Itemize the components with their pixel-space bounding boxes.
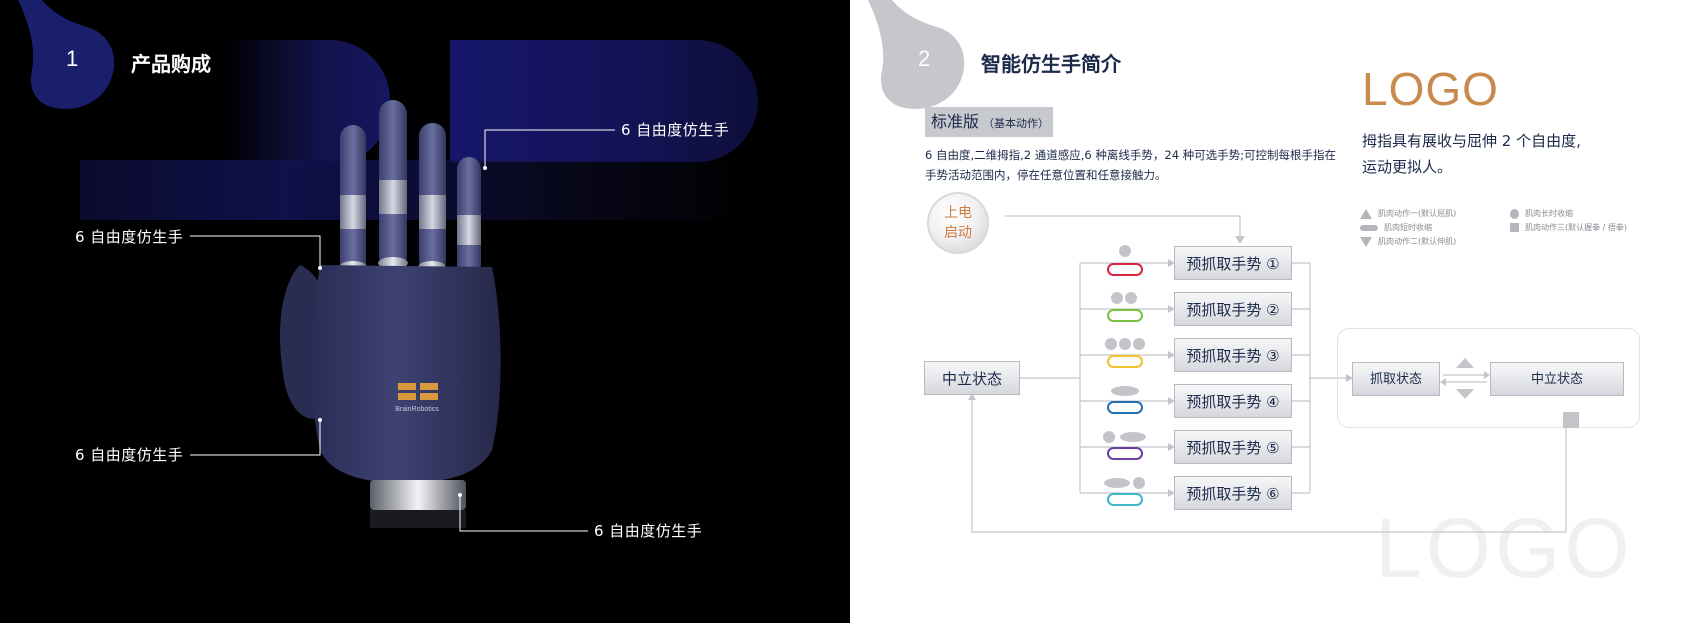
legend-item: 肌肉短时收缩: [1360, 222, 1432, 233]
callout-label: 6 自由度仿生手: [594, 522, 703, 540]
right-panel: 2 智能仿生手简介 标准版（基本动作） 6 自由度,二维拇指,2 通道感应,6 …: [850, 0, 1700, 623]
grip-gesture-box[interactable]: 预抓取手势 ②: [1174, 292, 1292, 326]
section-title: 产品购成: [131, 52, 211, 76]
neutral-state-box-right[interactable]: 中立状态: [1490, 362, 1624, 396]
left-panel: 1 产品购成: [0, 0, 850, 623]
legend-item: 肌肉动作二(默认伸肌): [1360, 236, 1456, 247]
legend-item: 肌肉动作三(默认握拳 / 捂拳): [1510, 222, 1627, 233]
square-icon: [1563, 412, 1579, 428]
callout-label: 6 自由度仿生手: [621, 121, 730, 139]
version-tag-sub: （基本动作）: [983, 117, 1050, 130]
power-on-button[interactable]: 上电 启动: [927, 192, 989, 254]
gesture-icons: [1103, 245, 1146, 506]
grip-gesture-box[interactable]: 预抓取手势 ④: [1174, 384, 1292, 418]
legend-item: 肌肉动作一(默认屈肌): [1360, 208, 1456, 219]
state-panel: [1337, 328, 1640, 428]
section-title: 智能仿生手简介: [981, 52, 1121, 76]
logo-description: 拇指具有展收与屈伸 2 个自由度,运动更拟人。: [1362, 132, 1581, 176]
section-blob-icon: [868, 0, 965, 109]
section-number: 2: [918, 46, 931, 71]
grab-state-box[interactable]: 抓取状态: [1352, 362, 1440, 396]
square-icon: [1510, 223, 1519, 232]
hand-brand-text: BrainRobotics: [395, 406, 439, 413]
robotic-hand-image: BrainRobotics: [280, 100, 501, 528]
power-line-2: 启动: [944, 225, 972, 241]
legend-item: 肌肉长时收缩: [1510, 208, 1573, 219]
grip-gesture-box[interactable]: 预抓取手势 ⑥: [1174, 476, 1292, 510]
logo-watermark: LOGO: [1375, 501, 1634, 595]
grip-gesture-box[interactable]: 预抓取手势 ①: [1174, 246, 1292, 280]
section-number: 1: [66, 46, 79, 71]
power-line-1: 上电: [944, 205, 972, 221]
callout-label: 6 自由度仿生手: [75, 228, 184, 246]
version-tag-label: 标准版: [931, 112, 980, 131]
logo-text: LOGO: [1362, 63, 1499, 115]
triangle-up-icon: [1360, 208, 1372, 219]
section-blob-icon: [18, 0, 115, 109]
triangle-down-icon: [1360, 236, 1372, 247]
grip-gesture-box[interactable]: 预抓取手势 ⑤: [1174, 430, 1292, 464]
description-text: 6 自由度,二维拇指,2 通道感应,6 种离线手势，24 种可选手势;可控制每根…: [925, 148, 1337, 182]
pill-icon: [1360, 224, 1378, 231]
version-tag: 标准版（基本动作）: [925, 107, 1053, 137]
neutral-state-box[interactable]: 中立状态: [924, 361, 1020, 395]
callout-label: 6 自由度仿生手: [75, 446, 184, 464]
dot-icon: [1510, 208, 1519, 219]
grip-gesture-box[interactable]: 预抓取手势 ③: [1174, 338, 1292, 372]
